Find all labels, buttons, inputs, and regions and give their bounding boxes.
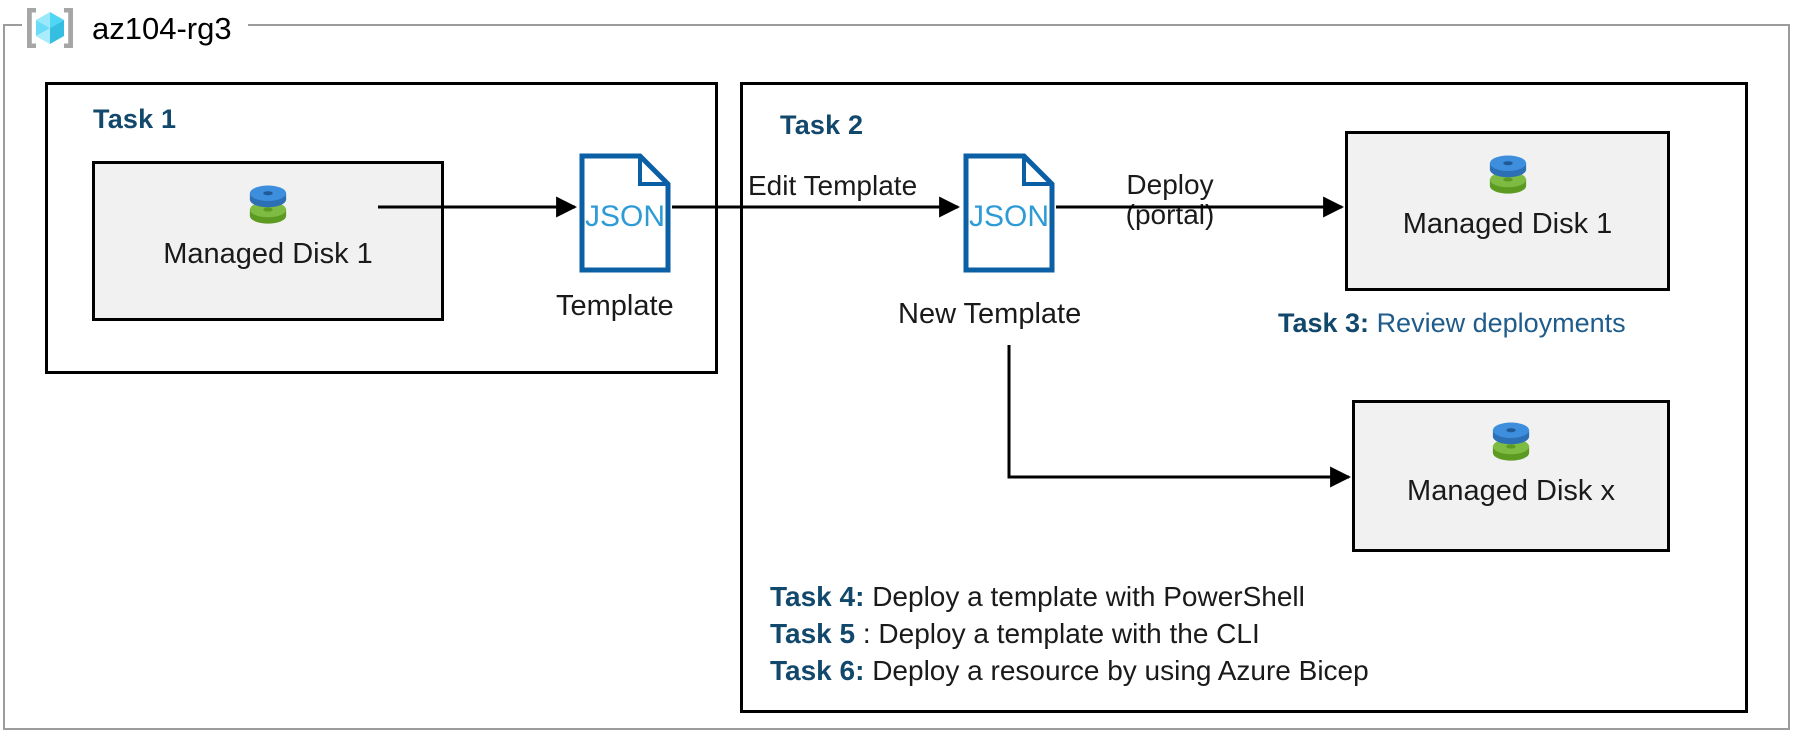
- resource-group-header: az104-rg3: [22, 0, 248, 56]
- task-6-key: Task 6:: [770, 655, 873, 687]
- task-1-heading: Task 1: [93, 104, 177, 134]
- task-4-value: Deploy a template with PowerShell: [872, 581, 1305, 612]
- task-3-key: Task 3:: [1278, 308, 1377, 338]
- task-3-value: Review deployments: [1376, 308, 1626, 338]
- managed-disk-icon: [1492, 422, 1530, 461]
- resource-label: Managed Disk 1: [1402, 208, 1613, 240]
- list-item: Task 5 : Deploy a template with the CLI: [770, 615, 1369, 652]
- resource-group-container: [3, 24, 1790, 730]
- json-document-icon-new-template[interactable]: JSON: [962, 152, 1056, 274]
- task-4-key: Task 4:: [770, 581, 873, 612]
- resource-group-name: az104-rg3: [92, 10, 232, 46]
- template-caption: Template: [556, 290, 674, 322]
- task-5-value: : Deploy a template with the CLI: [862, 618, 1260, 650]
- task-3-caption: Task 3: Review deployments: [1278, 308, 1626, 339]
- resource-label: Managed Disk 1: [163, 238, 373, 270]
- svg-text:JSON: JSON: [585, 200, 665, 233]
- list-item: Task 6: Deploy a resource by using Azure…: [770, 652, 1369, 689]
- list-item: Task 4: Deploy a template with PowerShel…: [770, 578, 1369, 615]
- new-template-caption: New Template: [898, 298, 1082, 330]
- resource-box-managed-disk-x[interactable]: Managed Disk x: [1352, 400, 1670, 552]
- task-5-key: Task 5: [770, 618, 863, 650]
- resource-label: Managed Disk x: [1407, 475, 1615, 507]
- managed-disk-icon: [249, 185, 287, 224]
- task-6-value: Deploy a resource by using Azure Bicep: [872, 655, 1369, 687]
- task-2-heading: Task 2: [780, 110, 864, 140]
- svg-text:JSON: JSON: [969, 200, 1049, 233]
- task-list: Task 4: Deploy a template with PowerShel…: [770, 578, 1369, 690]
- edge-label-deploy-portal: Deploy (portal): [1100, 169, 1240, 231]
- json-document-icon-template[interactable]: JSON: [578, 152, 672, 274]
- edge-label-edit-template: Edit Template: [748, 170, 918, 201]
- managed-disk-icon: [1489, 155, 1526, 194]
- resource-box-managed-disk-1-source[interactable]: Managed Disk 1: [92, 161, 444, 321]
- azure-resource-group-cube-icon: [27, 8, 73, 48]
- resource-box-managed-disk-1-deployed[interactable]: Managed Disk 1: [1345, 131, 1670, 291]
- edge-label-deploy-line1: Deploy: [1126, 169, 1214, 200]
- edge-label-deploy-line2: (portal): [1125, 199, 1215, 231]
